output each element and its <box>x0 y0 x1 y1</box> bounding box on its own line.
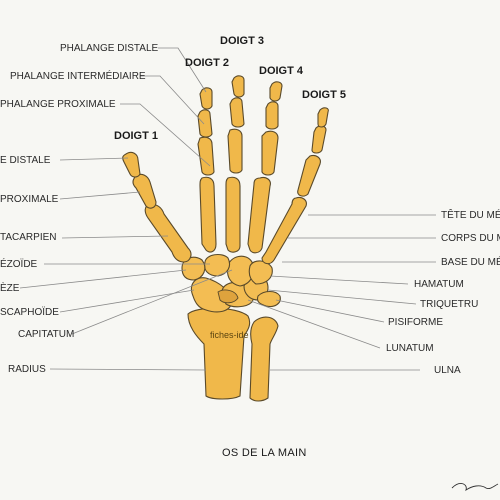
label-lunatum: LUNATUM <box>386 343 434 354</box>
label-base-metacarpien: BASE DU MÉ <box>441 255 500 268</box>
leader-lines-left <box>19 47 233 371</box>
label-tete-metacarpien: TÊTE DU MÉ <box>441 208 500 221</box>
leader-lines-right <box>247 214 436 371</box>
label-metacarpien: TACARPIEN <box>0 232 57 243</box>
label-capitatum: CAPITATUM <box>18 329 74 340</box>
label-phalange-distale: PHALANGE DISTALE <box>60 43 159 54</box>
little-finger-bones <box>261 107 329 265</box>
thumb-bones <box>122 151 192 263</box>
finger-label-4: DOIGT 4 <box>259 65 304 77</box>
label-triquetrum: TRIQUETRU <box>420 299 478 310</box>
label-scaphoide: SCAPHOÏDE <box>0 306 59 318</box>
label-phalange-intermediaire: PHALANGE INTERMÉDIAIRE <box>10 69 146 82</box>
label-phalange-proximale: PHALANGE PROXIMALE <box>0 99 116 110</box>
label-trapeze: ÈZE <box>0 281 20 294</box>
diagram-title: OS DE LA MAIN <box>222 447 307 459</box>
trapezoid-bone <box>204 253 231 277</box>
label-pisiforme: PISIFORME <box>388 317 443 328</box>
pisiform-bone <box>256 290 281 308</box>
finger-label-5: DOIGT 5 <box>302 89 346 101</box>
carpal-bones <box>181 253 281 313</box>
radius-bone <box>187 307 251 400</box>
ulna-bone <box>249 316 279 402</box>
label-trapezoide: ÉZOÏDE <box>0 257 38 270</box>
watermark: fiches-ide <box>210 330 249 340</box>
hamate-bone <box>248 260 273 285</box>
middle-finger-bones <box>225 75 245 253</box>
index-finger-bones <box>197 87 217 253</box>
ring-finger-bones <box>247 81 283 254</box>
label-phalange-proximale-thumb: PROXIMALE <box>0 194 59 205</box>
label-radius: RADIUS <box>8 364 46 375</box>
label-ulna: ULNA <box>434 365 461 376</box>
label-corps-metacarpien: CORPS DU M <box>441 233 500 244</box>
signature <box>451 483 499 492</box>
finger-label-2: DOIGT 2 <box>185 57 229 69</box>
label-hamatum: HAMATUM <box>414 279 464 290</box>
label-phalange-distale-thumb: E DISTALE <box>0 155 51 166</box>
finger-label-3: DOIGT 3 <box>220 35 264 47</box>
finger-label-1: DOIGT 1 <box>114 130 158 142</box>
